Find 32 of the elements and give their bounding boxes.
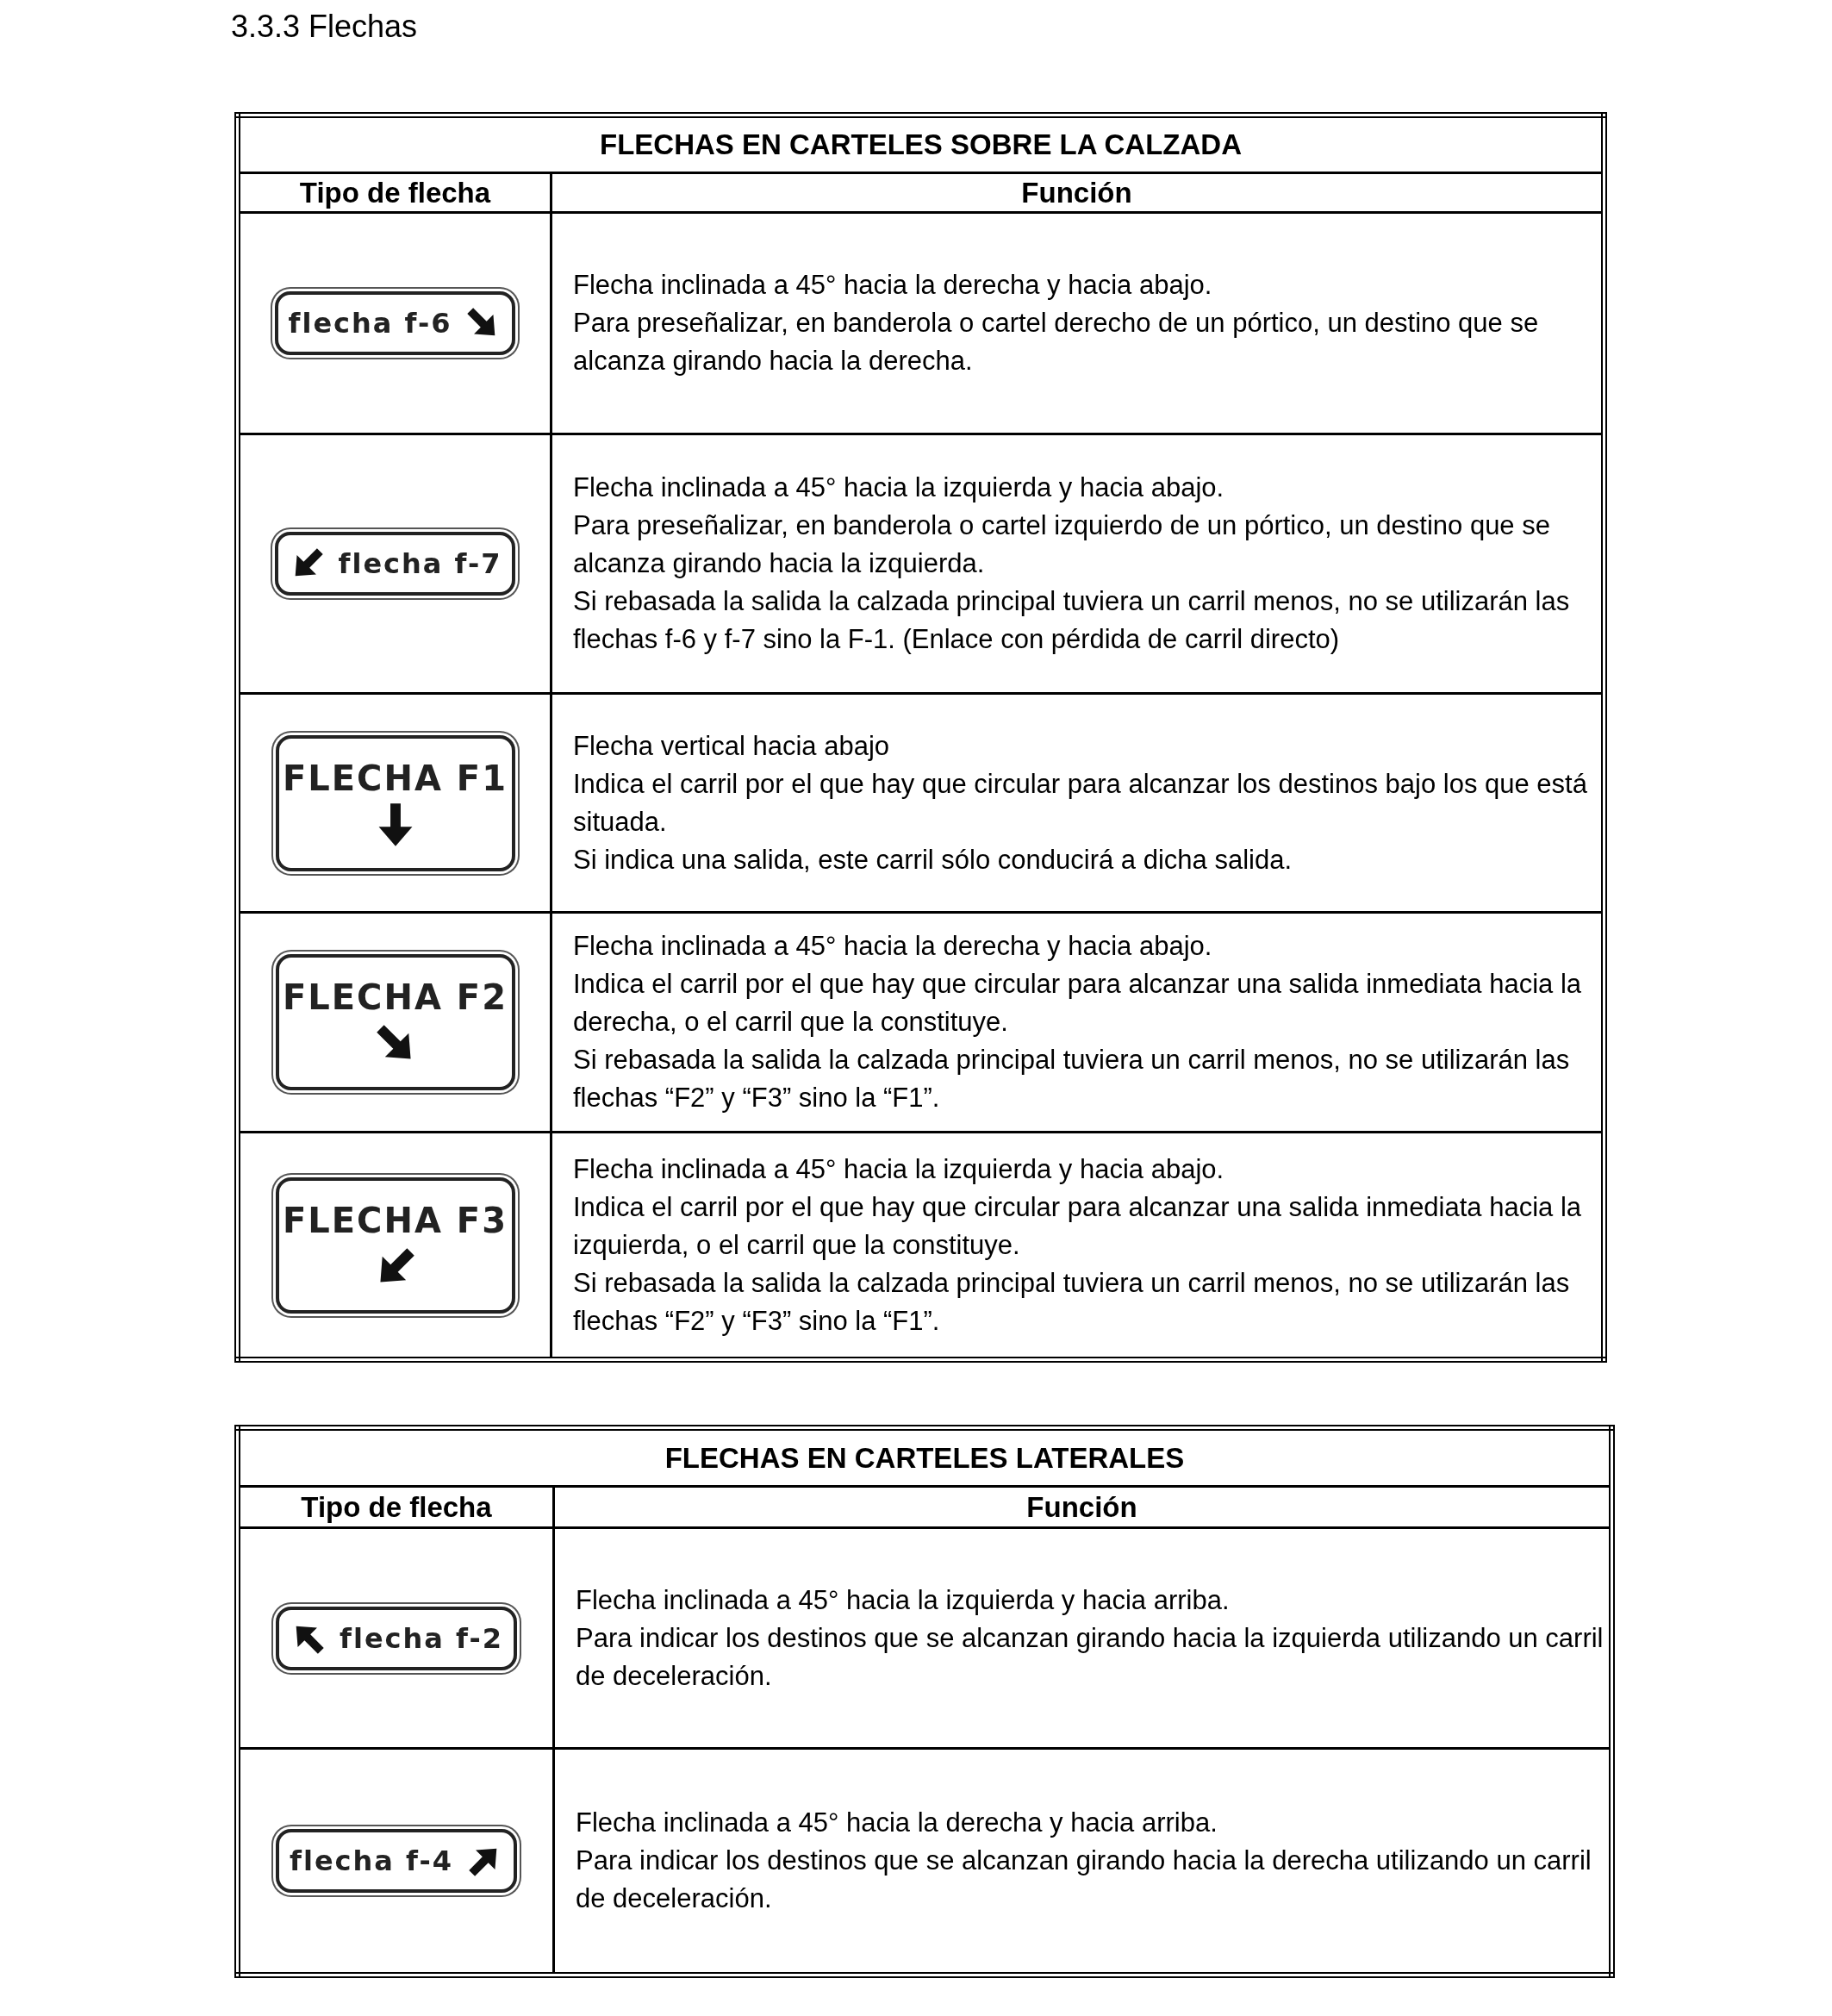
column-header: Tipo de flecha: [301, 1490, 492, 1523]
description-text: Flecha inclinada a 45° hacia la derecha y hacia arriba.: [576, 1807, 1218, 1839]
sign-text: flecha f-7: [338, 547, 502, 580]
sign-text: FLECHA F2: [283, 977, 508, 1017]
description-text: Indica el carril por el que hay que circular para alcanzar una salida inmediata hacia la izquierda, o el carril que la constituye.: [573, 1190, 1583, 1262]
sign-text: flecha f-4: [290, 1844, 453, 1877]
description-text: Indica el carril por el que hay que circular para alcanzar una salida inmediata hacia la derecha, o el carril que la constituye.: [573, 968, 1583, 1039]
description-text: Si rebasada la salida la calzada principal tuviera un carril menos, no se utilizarán las flechas f-6 y f-7 sino la F-1. (Enlace con pérdida de carril directo): [573, 585, 1571, 656]
description-text: Para indicar los destinos que se alcanzan girando hacia la derecha utilizando un carril de deceleración.: [576, 1844, 1592, 1915]
column-header: Función: [1021, 176, 1132, 209]
sign-text: FLECHA F1: [283, 758, 508, 798]
description-text: Flecha inclinada a 45° hacia la izquierda y hacia arriba.: [576, 1583, 1231, 1617]
table-title: FLECHAS EN CARTELES LATERALES: [664, 1441, 1185, 1474]
sign-text: FLECHA F3: [283, 1200, 508, 1240]
description-text: Si indica una salida, este carril sólo conducirá a dicha salida.: [573, 843, 1293, 877]
description-text: Para preseñalizar, en banderola o cartel derecho de un pórtico, un destino que se alcanza girando hacia la derecha.: [573, 307, 1540, 378]
description-text: Para preseñalizar, en banderola o cartel izquierdo de un pórtico, un destino que se alcanza girando hacia la izquierda.: [573, 509, 1551, 580]
table-title: FLECHAS EN CARTELES SOBRE LA CALZADA: [600, 128, 1242, 160]
column-header: Tipo de flecha: [299, 176, 491, 209]
column-header: Función: [1026, 1490, 1137, 1523]
description-text: Flecha inclinada a 45° hacia la derecha y hacia abajo.: [573, 930, 1213, 963]
description-text: Para indicar los destinos que se alcanzan girando hacia la izquierda utilizando un carril de deceleración.: [576, 1621, 1605, 1693]
description-text: Indica el carril por el que hay que circular para alcanzar los destinos bajo los que está situada.: [573, 767, 1588, 839]
description-text: Flecha inclinada a 45° hacia la izquierda y hacia abajo.: [573, 1152, 1225, 1186]
sign-text: flecha f-2: [340, 1621, 503, 1655]
description-text: Flecha vertical hacia abajo: [573, 729, 891, 763]
section-heading: 3.3.3 Flechas: [231, 9, 418, 45]
sign-text: flecha f-6: [288, 307, 452, 340]
description-text: Flecha inclinada a 45° hacia la derecha y hacia abajo.: [573, 269, 1213, 302]
description-text: Si rebasada la salida la calzada principal tuviera un carril menos, no se utilizarán las flechas “F2” y “F3” sino la “F1”.: [573, 1044, 1571, 1114]
description-text: Si rebasada la salida la calzada principal tuviera un carril menos, no se utilizarán las flechas “F2” y “F3” sino la “F1”.: [573, 1266, 1571, 1338]
description-text: Flecha inclinada a 45° hacia la izquierda y hacia abajo.: [573, 471, 1225, 504]
